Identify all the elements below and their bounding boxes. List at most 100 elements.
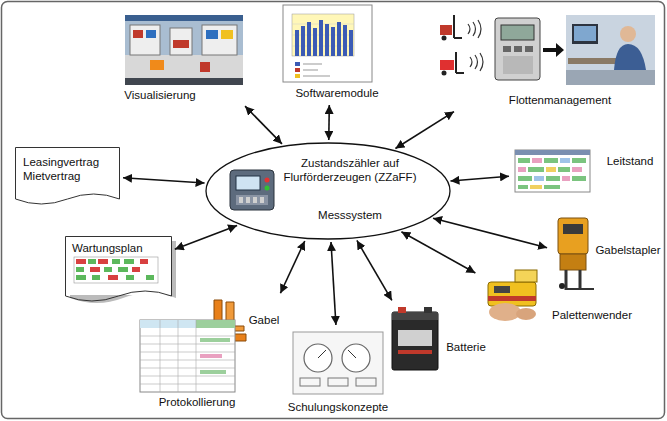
chart-screenshot-part (349, 30, 353, 56)
fleet-illustration-part (503, 46, 511, 52)
node-label: Palettenwender (552, 308, 632, 322)
log-table-part (178, 320, 179, 392)
fleet-illustration-part (572, 24, 598, 44)
visualisation-screenshot-part (150, 60, 164, 70)
contract-document: Leasingvertrag Mietvertrag (15, 147, 120, 209)
maintenance-plan-art-part (88, 259, 96, 264)
meter-device-part (265, 186, 270, 191)
control-centre-screenshot-part (530, 185, 542, 189)
pallet-turner-part (516, 308, 536, 320)
double-arrow (331, 242, 336, 325)
meter-device-part (230, 170, 274, 210)
maintenance-plan-art-part (124, 259, 134, 264)
chart-screenshot-part (303, 76, 330, 77)
log-table-part (140, 344, 235, 345)
control-centre-screenshot-part (518, 167, 526, 172)
pallet-turner-part (488, 282, 536, 306)
fleet-illustration-part (620, 26, 636, 42)
meter-device-part (246, 197, 250, 203)
node-label: Gabelstapler (595, 243, 660, 257)
chart-screenshot-part (303, 70, 318, 71)
control-centre-screenshot-part (532, 158, 542, 163)
double-arrow (433, 218, 547, 248)
fleet-illustration-part (525, 46, 533, 52)
fleet-illustration-part (440, 25, 452, 35)
control-centre-screenshot-part (518, 185, 528, 189)
node-label: Leitstand (607, 154, 654, 168)
log-table-part (200, 354, 222, 358)
double-arrow (280, 241, 304, 293)
double-arrow (395, 112, 454, 149)
fleet-illustration-part (514, 46, 522, 52)
double-arrow (328, 105, 330, 140)
meter-device-part (265, 178, 270, 183)
maintenance-plan-art-part (76, 259, 86, 264)
visualisation-screenshot-part (146, 30, 156, 38)
chart-screenshot-part (292, 14, 354, 56)
control-centre-screenshot-part (546, 167, 556, 172)
document-border (66, 237, 172, 302)
training-dashboard-part (348, 350, 356, 358)
pallet-turner-part (494, 286, 510, 293)
control-centre-screenshot-part (544, 185, 560, 189)
pallet-turner-part (489, 303, 521, 321)
meter-device-part (253, 197, 257, 203)
chart-screenshot-part (301, 26, 305, 56)
chart-screenshot (283, 5, 372, 82)
log-table-part (160, 320, 161, 392)
training-dashboard-part (300, 378, 320, 386)
system-subtitle: Messsystem (270, 208, 430, 222)
chart-screenshot-part (295, 68, 300, 72)
software-item: Softwaremodule (280, 3, 392, 102)
control-centre-item: Leitstand (512, 147, 662, 196)
log-table-part (140, 336, 235, 337)
log-table-part (140, 368, 235, 369)
meter-device-part (236, 195, 268, 205)
maintenance-plan-art-part (108, 275, 118, 280)
visualisation-screenshot-part (125, 78, 243, 85)
fleet-illustration-part (442, 71, 447, 76)
chart-screenshot-part (337, 22, 341, 56)
node-label: Visualisierung (124, 88, 195, 102)
double-arrow (175, 226, 237, 250)
maintenance-plan-art-part (90, 267, 100, 272)
fleet-illustration-part (470, 53, 483, 71)
fleet-illustration-part (440, 60, 454, 70)
fleet-illustration (440, 15, 655, 85)
control-centre-screenshot (515, 150, 590, 192)
maintenance-plan-art-part (98, 259, 108, 264)
chart-screenshot-part (295, 74, 300, 78)
node-label: Batterie (446, 340, 486, 354)
double-arrow (401, 232, 475, 273)
control-centre-screenshot-part (572, 176, 586, 181)
battery-part (392, 312, 438, 370)
fleet-illustration-part (456, 72, 464, 74)
log-table-part (196, 320, 235, 328)
forklift-item: Gabelstapler (550, 212, 664, 292)
log-table-part (140, 384, 235, 385)
fleet-illustration-part (455, 52, 457, 73)
training-item: Schulungskonzepte (282, 328, 398, 416)
double-arrow (245, 106, 282, 144)
fleet-illustration-part (503, 56, 533, 74)
node-label: Leasingvertrag Mietvertrag (23, 155, 113, 183)
maintenance-plan-art-part (66, 237, 171, 295)
maintenance-plan-art-part (92, 275, 100, 280)
log-table-part (140, 320, 235, 392)
log-item: Protokollierung (136, 318, 242, 412)
fleet-illustration-part (495, 18, 540, 80)
visualisation-screenshot-part (221, 30, 233, 39)
visualisation-screenshot-part (130, 25, 160, 55)
pallet-turner (488, 270, 537, 321)
forklift-device-part (579, 270, 582, 290)
control-centre-screenshot-part (518, 158, 530, 163)
fleet-item: Flottenmanagement (432, 12, 658, 110)
forklift-device-part (563, 224, 583, 234)
fleet-illustration-part (574, 26, 596, 41)
training-dashboard (293, 332, 383, 394)
visualisation-screenshot-part (170, 28, 192, 55)
node-label: Gabel (249, 313, 280, 327)
node-label: Wartungsplan (72, 241, 167, 255)
chart-screenshot-part (325, 24, 329, 56)
fleet-illustration-part (543, 43, 564, 57)
